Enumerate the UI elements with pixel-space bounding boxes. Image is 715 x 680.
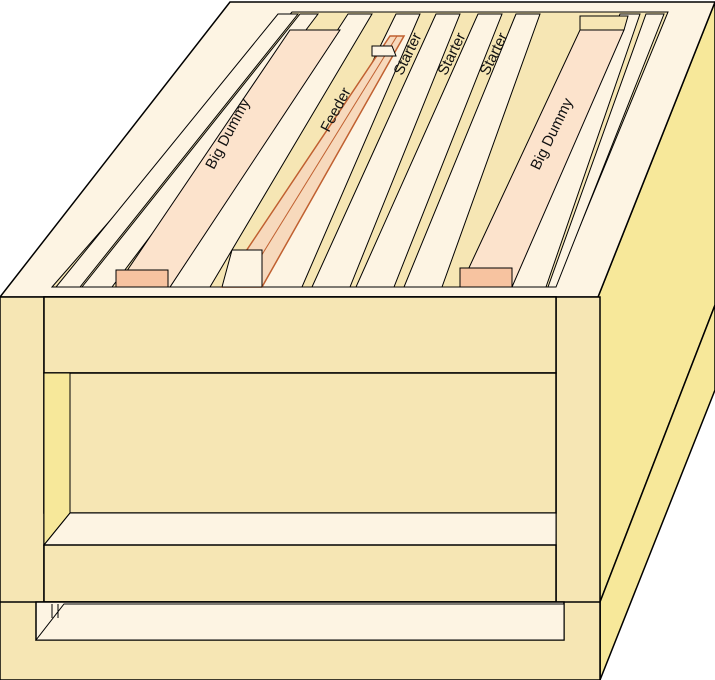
- big-dummy-left: Big Dummy: [115, 29, 341, 288]
- feeder-cap: [371, 45, 397, 57]
- feeder: Feeder: [220, 35, 406, 288]
- feeder-divider: [241, 35, 398, 288]
- front-window-bottom-shelf: [42, 512, 557, 546]
- entrance-ramp: [34, 603, 565, 641]
- frame-bar: [355, 13, 503, 288]
- front-bottom-rail: [43, 544, 557, 603]
- front-top-rail: [43, 296, 557, 374]
- dummy-foot: [115, 269, 169, 288]
- frame-bar: [547, 13, 665, 288]
- frame-bar: [403, 13, 541, 288]
- dummy-foot: [459, 267, 513, 288]
- dummy-top: [579, 15, 629, 31]
- frame-bar: [311, 13, 461, 288]
- feeder-end: [221, 249, 263, 288]
- frame-top-bars: [54, 13, 665, 288]
- front-window: [43, 372, 557, 514]
- frame-bar: [54, 13, 300, 288]
